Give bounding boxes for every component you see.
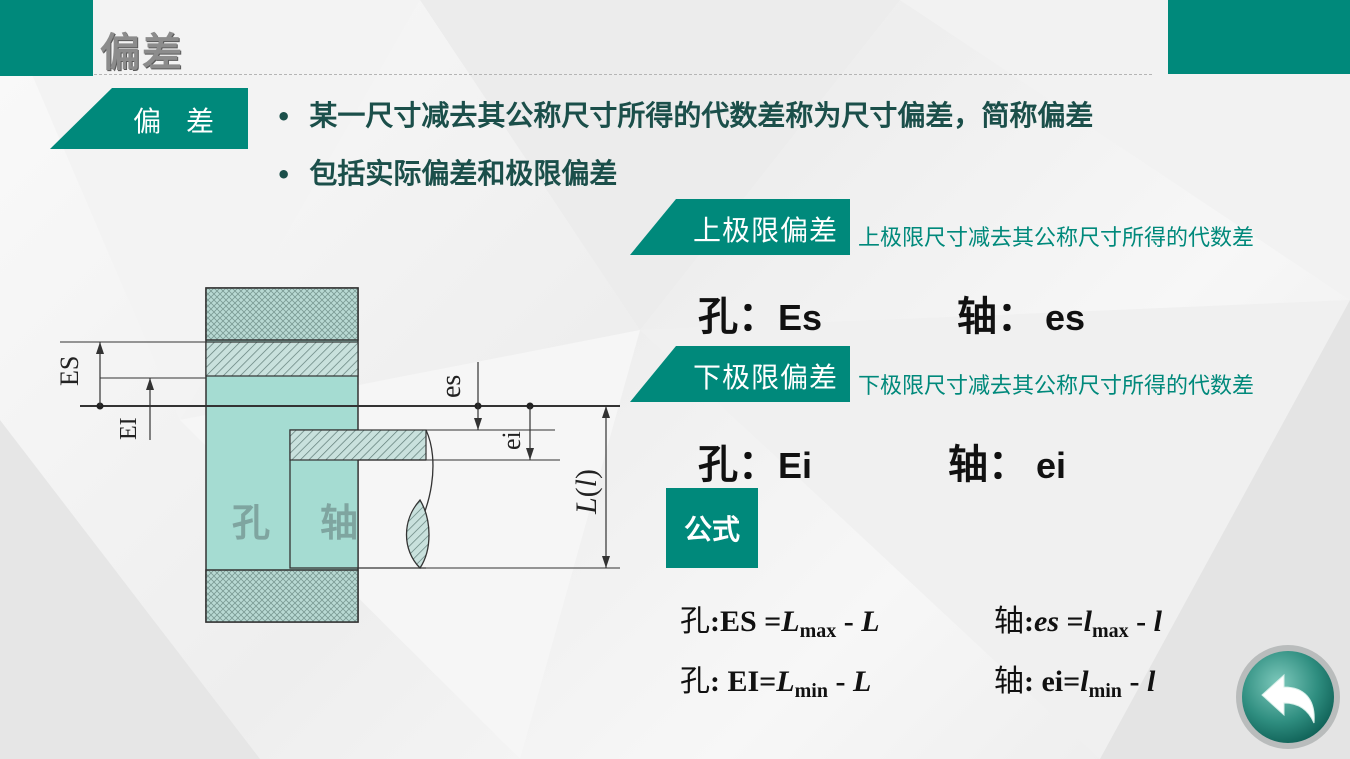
upper-deviation-tag-label: 上极限偏差	[692, 214, 838, 247]
back-button[interactable]	[1234, 643, 1342, 751]
hole-top-block	[205, 287, 359, 341]
back-arrow-icon	[1261, 673, 1315, 724]
hole-tolerance-zone	[205, 341, 359, 377]
shaft-value: es	[1045, 297, 1086, 338]
formula-tag: 公式	[666, 488, 758, 568]
bullet-item: 某一尺寸减去其公称尺寸所得的代数差称为尺寸偏差，简称偏差	[276, 96, 1093, 154]
definition-list: 某一尺寸减去其公称尺寸所得的代数差称为尺寸偏差，简称偏差 包括实际偏差和极限偏差	[276, 96, 1093, 212]
shaft-value: ei	[1036, 445, 1067, 486]
lower-deviation-description: 下极限尺寸减去其公称尺寸所得的代数差	[858, 374, 1255, 399]
lower-hole-symbol: 孔：Ei	[698, 432, 812, 490]
corner-decoration-right	[1168, 0, 1350, 74]
label-shaft: 轴	[320, 501, 358, 545]
label-es: es	[436, 375, 467, 398]
shaft-label: 轴：	[957, 294, 1037, 340]
shaft-tolerance-zone	[289, 429, 427, 461]
formula-hole-lower: 孔: EI=Lmin - L	[680, 664, 872, 702]
section-tag-label: 偏 差	[133, 105, 222, 138]
upper-deviation-description: 上极限尺寸减去其公称尺寸所得的代数差	[858, 226, 1255, 251]
page-title: 偏差	[100, 30, 184, 76]
label-ES: ES	[55, 356, 84, 386]
hole-shaft-diagram: ES EI es ei L(l) 孔 轴	[55, 287, 620, 623]
upper-hole-symbol: 孔：Es	[698, 284, 822, 342]
formula-shaft-lower: 轴: ei=lmin - l	[994, 664, 1156, 702]
lower-deviation-tag-label: 下极限偏差	[692, 361, 838, 394]
label-hole: 孔	[232, 501, 270, 545]
corner-decoration-left	[0, 0, 93, 76]
lower-shaft-symbol: 轴：ei	[948, 432, 1066, 490]
formula-shaft-upper: 轴:es =lmax - l	[994, 604, 1162, 642]
hole-value: Ei	[778, 445, 813, 486]
label-EI: EI	[116, 417, 142, 440]
formula-hole-upper: 孔:ES =Lmax - L	[680, 604, 880, 642]
label-L-l: L(l)	[570, 469, 603, 515]
hole-value: Es	[778, 297, 823, 338]
hole-label: 孔：	[698, 442, 778, 488]
label-ei: ei	[497, 431, 526, 450]
hole-bottom-block	[205, 569, 359, 623]
shaft-label: 轴：	[948, 442, 1028, 488]
hole-label: 孔：	[698, 294, 778, 340]
title-divider	[94, 74, 1152, 75]
bullet-item: 包括实际偏差和极限偏差	[276, 154, 1093, 212]
upper-shaft-symbol: 轴：es	[957, 284, 1085, 342]
